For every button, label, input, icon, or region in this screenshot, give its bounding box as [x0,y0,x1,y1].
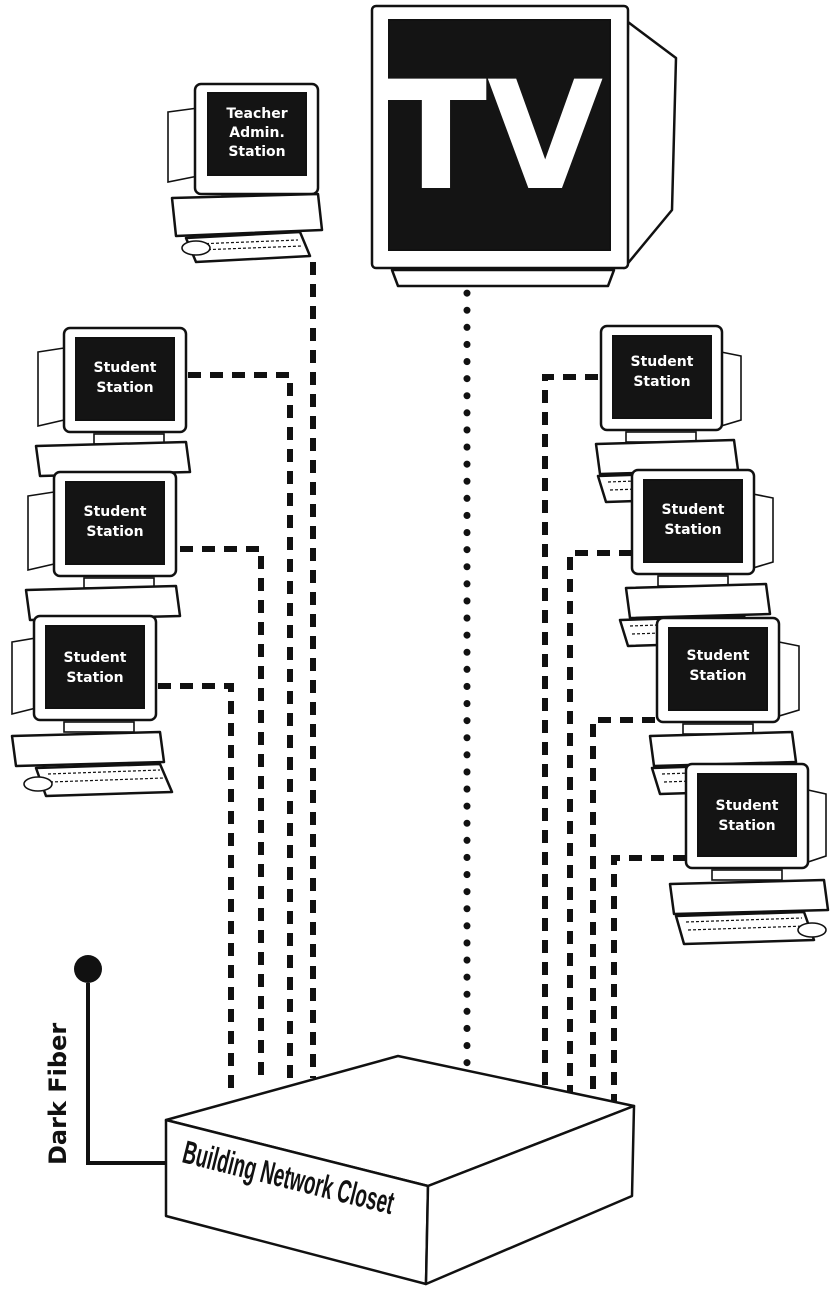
teacher-admin-station: Teacher Admin. Station [168,84,322,262]
right-student-3-label-line-1: Student [687,648,750,664]
left-student-station-3: Student Station [12,616,172,796]
right-student-4-label-line-1: Student [716,798,779,814]
left-student-3-label-line-2: Station [66,670,123,686]
teacher-station-label-line-3: Station [228,144,285,160]
right-student-station-4: Student Station [670,764,828,944]
left-student-1-connection [188,375,290,1080]
right-student-1-label-line-2: Station [633,374,690,390]
right-student-2-label-line-2: Station [664,522,721,538]
teacher-station-label-line-2: Admin. [229,125,285,141]
right-student-1-label-line-1: Student [631,354,694,370]
left-student-2-connection [180,549,261,1083]
right-student-4-label-line-2: Station [718,818,775,834]
left-student-2-label-line-1: Student [84,504,147,520]
right-student-3-label-line-2: Station [689,668,746,684]
left-student-1-label-line-2: Station [96,380,153,396]
right-student-2-connection [570,553,632,1092]
dark-fiber-line [88,983,166,1163]
left-student-3-connection [158,686,231,1090]
dark-fiber-label: Dark Fiber [44,1023,72,1165]
teacher-station-label-line-1: Teacher [226,106,287,122]
left-student-1-label-line-1: Student [94,360,157,376]
left-student-2-label-line-2: Station [86,524,143,540]
right-student-3-connection [593,720,655,1098]
left-student-station-1: Student Station [36,328,190,476]
right-student-2-label-line-1: Student [662,502,725,518]
left-student-3-label-line-1: Student [64,650,127,666]
tv-monitor: TV [372,6,676,286]
tv-screen-label: TV [385,50,603,224]
building-network-closet: Building Network Closet [166,1056,634,1284]
left-student-station-2: Student Station [26,472,180,620]
dark-fiber-node-icon [74,955,102,983]
